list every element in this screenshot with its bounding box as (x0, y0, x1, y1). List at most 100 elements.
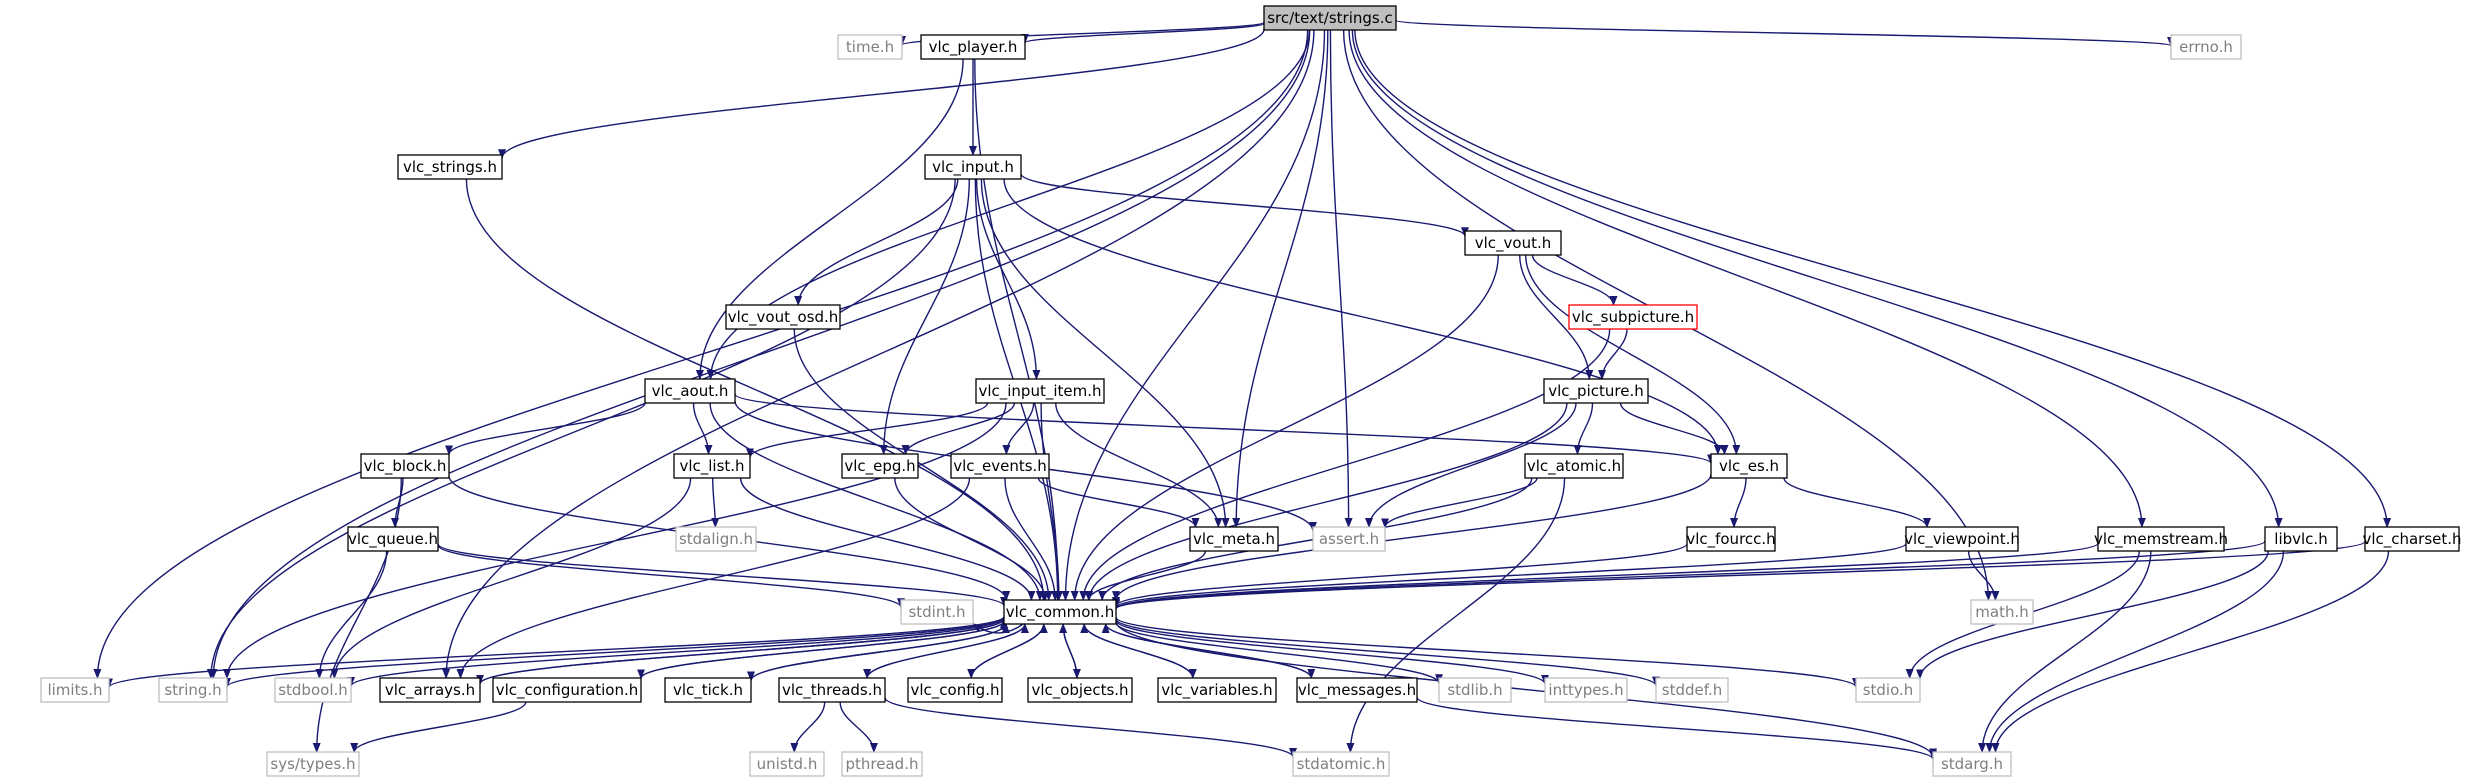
node-vlc-meta-h[interactable]: vlc_meta.h (1189, 526, 1279, 552)
edge-vlc-objects-h-to-vlc-common-h (1059, 623, 1078, 679)
node-box (1263, 5, 1397, 31)
edge-vlc-input-item-h-to-vlc-meta-h (1055, 402, 1223, 528)
edge-vlc-picture-h-to-vlc-es-h (1619, 402, 1729, 455)
node-label: vlc_input.h (932, 158, 1014, 177)
node-box (725, 304, 841, 330)
node-vlc-block-h[interactable]: vlc_block.h (360, 453, 450, 479)
node-label: vlc_common.h (1006, 603, 1114, 622)
node-vlc-strings-h[interactable]: vlc_strings.h (397, 154, 503, 180)
node-box (1027, 677, 1133, 703)
node-stdatomic-h: stdatomic.h (1292, 751, 1390, 777)
node-vlc-list-h[interactable]: vlc_list.h (673, 453, 751, 479)
edge-strings-c-to-vlc-memstream-h (1348, 29, 2146, 528)
node-box (1710, 453, 1788, 479)
node-box (1312, 526, 1386, 552)
node-vlc-objects-h[interactable]: vlc_objects.h (1027, 677, 1133, 703)
node-label: vlc_configuration.h (496, 681, 639, 700)
edge-strings-c-to-vlc-arrays-h (442, 29, 1315, 679)
node-vlc-tick-h[interactable]: vlc_tick.h (664, 677, 752, 703)
node-vlc-atomic-h[interactable]: vlc_atomic.h (1524, 453, 1624, 479)
node-vlc-queue-h[interactable]: vlc_queue.h (347, 526, 439, 552)
node-vlc-threads-h[interactable]: vlc_threads.h (778, 677, 886, 703)
node-vlc-input-h[interactable]: vlc_input.h (924, 154, 1022, 180)
node-box (1524, 453, 1624, 479)
node-vlc-arrays-h[interactable]: vlc_arrays.h (379, 677, 481, 703)
edge-vlc-epg-h-to-vlc-common-h (894, 477, 1050, 601)
node-unistd-h: unistd.h (749, 751, 825, 777)
edge-vlc-common-h-to-stdbool-h (347, 617, 1005, 687)
node-vlc-vout-osd-h[interactable]: vlc_vout_osd.h (725, 304, 841, 330)
node-vlc-fourcc-h[interactable]: vlc_fourcc.h (1686, 526, 1776, 552)
edge-vlc-viewpoint-h-to-vlc-common-h (1112, 542, 1907, 609)
node-box (1292, 751, 1390, 777)
edge-vlc-messages-h-to-stdarg-h (1416, 696, 1937, 761)
node-vlc-viewpoint-h[interactable]: vlc_viewpoint.h (1904, 526, 2020, 552)
node-vlc-epg-h[interactable]: vlc_epg.h (841, 453, 919, 479)
node-box (1464, 230, 1562, 256)
edge-vlc-input-h-to-string-h (206, 178, 956, 679)
edge-vlc-subpicture-h-to-vlc-picture-h (1598, 328, 1628, 380)
node-label: vlc_memstream.h (2094, 530, 2228, 549)
edge-vlc-aout-h-to-vlc-block-h (445, 402, 646, 456)
node-vlc-common-h[interactable]: vlc_common.h (1003, 599, 1117, 625)
edge-vlc-input-h-to-vlc-input-item-h (975, 178, 1041, 380)
node-vlc-input-item-h[interactable]: vlc_input_item.h (975, 378, 1105, 404)
node-box (158, 677, 228, 703)
edge-vlc-threads-h-to-pthread-h (839, 701, 878, 753)
node-vlc-memstream-h[interactable]: vlc_memstream.h (2094, 526, 2228, 552)
edge-vlc-picture-h-to-vlc-common-h (1085, 402, 1568, 601)
edge-vlc-arrays-h-to-vlc-common-h (479, 617, 1008, 685)
node-label: stddef.h (1662, 681, 1722, 699)
node-label: vlc_subpicture.h (1572, 308, 1694, 327)
node-label: vlc_variables.h (1161, 681, 1272, 700)
edge-vlc-memstream-h-to-stdarg-h (1978, 550, 2152, 753)
node-vlc-vout-h[interactable]: vlc_vout.h (1464, 230, 1562, 256)
dependency-edges (93, 19, 2392, 761)
edge-vlc-atomic-h-to-assert-h (1381, 477, 1538, 529)
edge-strings-c-to-vlc-common-h (1061, 29, 1326, 601)
node-time-h: time.h (837, 34, 903, 60)
node-string-h: string.h (158, 677, 228, 703)
node-box (1655, 677, 1729, 703)
node-vlc-picture-h[interactable]: vlc_picture.h (1543, 378, 1649, 404)
edge-vlc-subpicture-h-to-vlc-common-h (1079, 328, 1611, 601)
node-libvlc-h[interactable]: libvlc.h (2264, 526, 2338, 552)
node-vlc-aout-h[interactable]: vlc_aout.h (644, 378, 736, 404)
node-label: unistd.h (757, 755, 818, 773)
node-box (2364, 526, 2460, 552)
node-limits-h: limits.h (40, 677, 110, 703)
node-box (2264, 526, 2338, 552)
edge-vlc-es-h-to-vlc-fourcc-h (1730, 477, 1747, 528)
node-vlc-es-h[interactable]: vlc_es.h (1710, 453, 1788, 479)
edge-vlc-events-h-to-vlc-arrays-h (456, 477, 971, 679)
node-vlc-variables-h[interactable]: vlc_variables.h (1157, 677, 1277, 703)
edge-vlc-list-h-to-stdbool-h (330, 477, 692, 679)
node-box (1189, 526, 1279, 552)
edge-vlc-list-h-to-vlc-common-h (739, 477, 1036, 601)
node-vlc-config-h[interactable]: vlc_config.h (907, 677, 1003, 703)
node-box (397, 154, 503, 180)
node-vlc-configuration-h[interactable]: vlc_configuration.h (492, 677, 642, 703)
edge-vlc-threads-h-to-unistd-h (790, 701, 826, 753)
node-label: vlc_arrays.h (385, 681, 475, 700)
node-label: math.h (1975, 603, 2028, 621)
node-box (347, 526, 439, 552)
node-box (950, 453, 1050, 479)
node-box (1438, 677, 1512, 703)
node-vlc-messages-h[interactable]: vlc_messages.h (1296, 677, 1418, 703)
node-math-h: math.h (1970, 599, 2034, 625)
node-vlc-player-h[interactable]: vlc_player.h (920, 34, 1026, 60)
node-vlc-charset-h[interactable]: vlc_charset.h (2362, 526, 2462, 552)
node-label: vlc_objects.h (1031, 681, 1128, 700)
node-vlc-events-h[interactable]: vlc_events.h (950, 453, 1050, 479)
edge-vlc-queue-h-to-stdint-h (437, 544, 905, 609)
node-label: vlc_fourcc.h (1686, 530, 1775, 549)
edge-vlc-threads-h-to-vlc-common-h (866, 623, 1029, 679)
edge-vlc-aout-h-to-vlc-common-h (709, 402, 1044, 601)
edge-vlc-block-h-to-vlc-queue-h (391, 477, 404, 528)
node-box (1568, 304, 1698, 330)
node-label: vlc_meta.h (1193, 530, 1275, 549)
node-vlc-subpicture-h[interactable]: vlc_subpicture.h (1568, 304, 1698, 330)
edge-vlc-charset-h-to-vlc-common-h (1112, 540, 2366, 610)
edge-vlc-threads-h-to-stdatomic-h (884, 697, 1297, 758)
